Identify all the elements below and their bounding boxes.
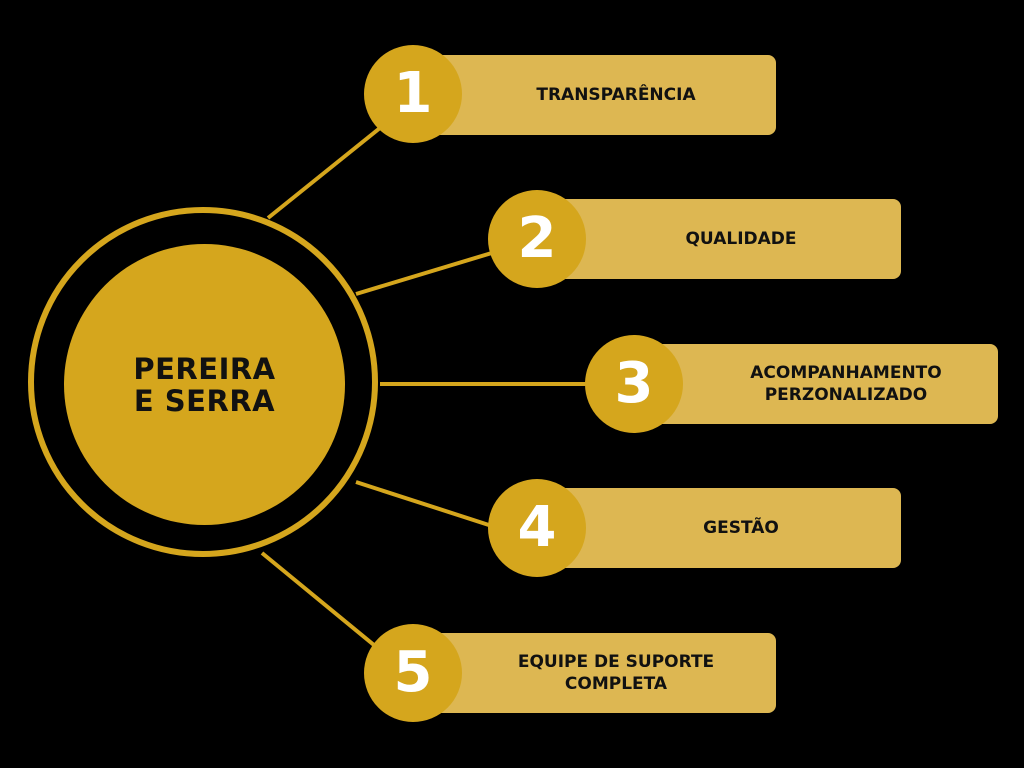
hub-circle: PEREIRA E SERRA [64,244,345,525]
item-5-number: 5 [393,640,433,705]
hub-title: PEREIRA E SERRA [133,351,276,418]
item-2-badge: 2 [488,190,586,288]
item-3-bar: ACOMPANHAMENTO PERZONALIZADO [640,344,998,424]
item-3-number: 3 [614,351,654,416]
item-1-label: TRANSPARÊNCIA [536,85,696,105]
item-3-badge: 3 [585,335,683,433]
connector-2 [355,250,496,296]
connector-1 [266,126,382,220]
connector-4 [355,480,496,529]
connector-5 [260,551,382,652]
item-2-number: 2 [517,206,557,271]
item-2-bar: QUALIDADE [545,199,901,279]
item-5-label: EQUIPE DE SUPORTE COMPLETA [517,652,715,694]
item-2-label: QUALIDADE [685,229,797,249]
item-1-badge: 1 [364,45,462,143]
item-1-number: 1 [393,61,433,126]
item-1-bar: TRANSPARÊNCIA [420,55,776,135]
item-4-label: GESTÃO [703,518,779,538]
item-4-badge: 4 [488,479,586,577]
item-5-badge: 5 [364,624,462,722]
item-3-label: ACOMPANHAMENTO PERZONALIZADO [750,363,942,405]
item-5-bar: EQUIPE DE SUPORTE COMPLETA [420,633,776,713]
item-4-bar: GESTÃO [545,488,901,568]
item-4-number: 4 [517,495,557,560]
